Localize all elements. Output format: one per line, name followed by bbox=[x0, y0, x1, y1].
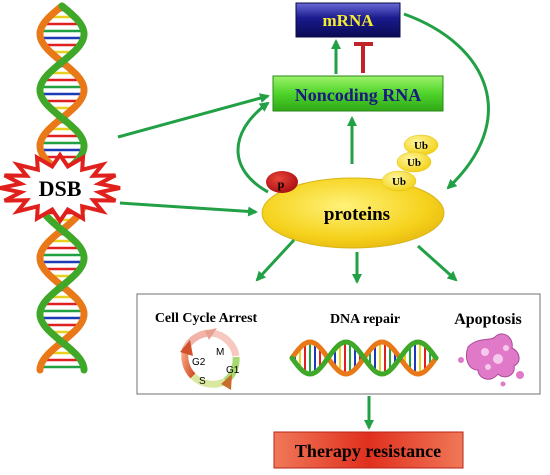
phase-s-label: S bbox=[199, 376, 206, 387]
arrow-proteins-to-cell-cycle bbox=[255, 238, 296, 282]
mrna-node: mRNA bbox=[295, 2, 401, 38]
cell-cycle-icon: M G2 G1 S bbox=[180, 328, 240, 390]
phase-g1-label: G1 bbox=[226, 365, 240, 376]
dna-repair-label: DNA repair bbox=[330, 312, 400, 327]
ub-label: Ub bbox=[392, 176, 406, 188]
ub-label: Ub bbox=[407, 157, 421, 169]
pathway-arrows bbox=[117, 12, 490, 430]
cell-cycle-arrest-label: Cell Cycle Arrest bbox=[155, 311, 258, 326]
arrow-dsb-to-proteins bbox=[119, 201, 258, 217]
phospho-label: p bbox=[278, 177, 285, 191]
proteins-node: proteins bbox=[261, 177, 445, 249]
inhibition-mark bbox=[354, 42, 373, 73]
dsb-starburst: DSB bbox=[0, 151, 121, 225]
apoptosis-label: Apoptosis bbox=[454, 311, 522, 328]
mrna-label: mRNA bbox=[323, 11, 375, 30]
phase-g2-label: G2 bbox=[192, 357, 206, 368]
proteins-label: proteins bbox=[324, 204, 390, 225]
apoptotic-cell-icon bbox=[458, 333, 524, 387]
arrow-proteins-to-apoptosis bbox=[416, 244, 458, 282]
dna-strand-icon bbox=[289, 339, 439, 377]
therapy-resistance-label: Therapy resistance bbox=[295, 441, 441, 461]
ub-label: Ub bbox=[414, 140, 428, 152]
arrow-mrna-to-proteins bbox=[403, 12, 490, 190]
arrow-dna-to-noncoding bbox=[117, 93, 270, 139]
dsb-label: DSB bbox=[39, 176, 82, 201]
phase-m-label: M bbox=[216, 347, 224, 358]
noncoding-rna-node: Noncoding RNA bbox=[272, 75, 444, 112]
therapy-resistance-node: Therapy resistance bbox=[273, 431, 464, 469]
ubiquitin-chain: Ub Ub Ub bbox=[381, 134, 439, 192]
noncoding-rna-label: Noncoding RNA bbox=[295, 85, 422, 105]
phospho-group: p bbox=[266, 171, 298, 193]
arrow-proteins-to-noncoding bbox=[236, 101, 270, 194]
